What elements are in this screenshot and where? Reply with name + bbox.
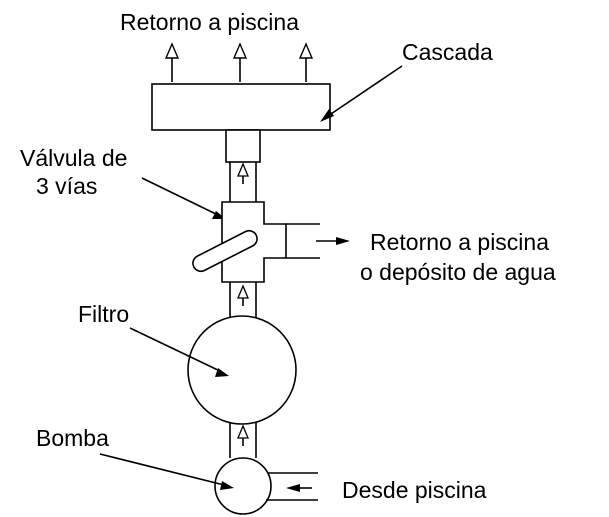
filter-label: Filtro xyxy=(78,301,129,327)
valve-label-line1: Válvula de xyxy=(20,145,127,171)
cascade-label: Cascada xyxy=(402,39,493,65)
cascade-pointer xyxy=(320,65,403,122)
valve-pointer xyxy=(141,177,226,219)
up-arrow-icon xyxy=(237,162,249,184)
valve-label-line2: 3 vías xyxy=(36,173,97,199)
pipe-segment-top xyxy=(225,129,261,163)
up-arrow-icon xyxy=(232,42,248,82)
up-arrow-icon xyxy=(298,42,314,82)
up-arrow-icon xyxy=(237,424,249,446)
pump-label: Bomba xyxy=(36,425,109,451)
filter-tank xyxy=(187,315,297,425)
left-arrow-icon xyxy=(286,484,312,492)
valve-handle xyxy=(192,229,258,273)
pump xyxy=(214,457,272,515)
right-arrow-icon xyxy=(316,237,350,245)
cascade-box xyxy=(151,83,331,131)
up-arrow-icon xyxy=(164,42,180,82)
from-pool-label: Desde piscina xyxy=(342,477,487,503)
filter-pointer xyxy=(129,327,229,377)
up-arrow-icon xyxy=(237,284,249,306)
side-return-label-line2: o depósito de agua xyxy=(360,259,556,285)
side-return-label-line1: Retorno a piscina xyxy=(370,229,549,255)
pump-pointer xyxy=(99,453,234,490)
top-return-label: Retorno a piscina xyxy=(120,9,299,35)
